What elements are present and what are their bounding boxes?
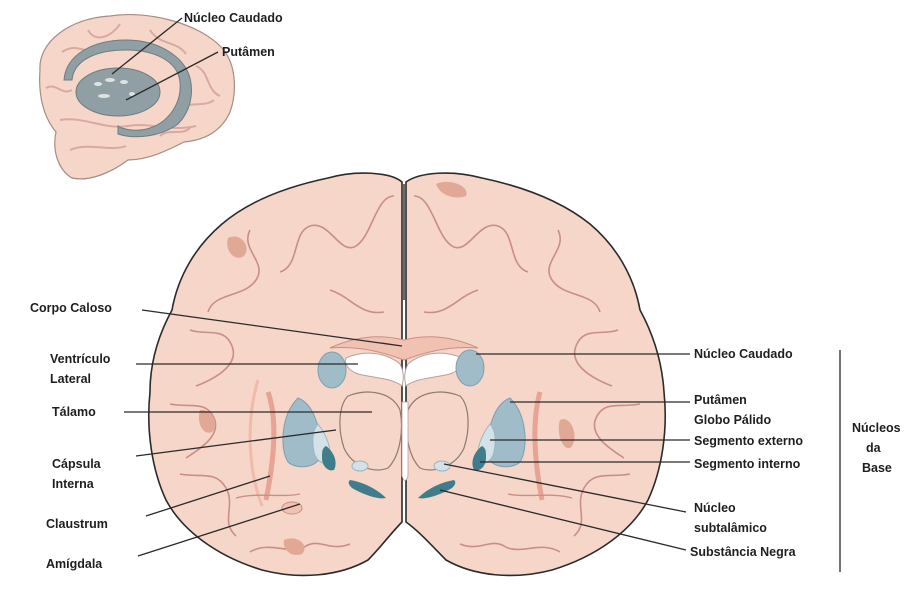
label-internal-capsule-line1: Cápsula <box>52 457 102 471</box>
inset-caudate-label: Núcleo Caudado <box>184 11 283 25</box>
right-caudate-nucleus <box>456 350 484 386</box>
group-label-line1: Núcleos <box>852 421 901 435</box>
third-ventricle <box>402 402 408 481</box>
label-claustrum: Claustrum <box>46 517 108 531</box>
label-subthalamic-line1: Núcleo <box>694 501 736 515</box>
inset-putamen-label: Putâmen <box>222 45 275 59</box>
label-subthalamic-line2: subtalâmico <box>694 521 767 535</box>
inset-putamen <box>76 68 160 116</box>
label-globus-pallidus: Globo Pálido <box>694 413 771 427</box>
right-subthalamic-nucleus <box>434 461 450 471</box>
label-internal-segment: Segmento interno <box>694 457 801 471</box>
label-substantia-nigra: Substância Negra <box>690 545 797 559</box>
basal-ganglia-group-label: Núcleos da Base <box>852 421 901 475</box>
left-caudate-nucleus <box>318 352 346 388</box>
label-lateral-ventricle-line2: Lateral <box>50 372 91 386</box>
right-labels: Núcleo Caudado Putâmen Globo Pálido Segm… <box>690 347 803 559</box>
left-labels: Corpo Caloso Ventrículo Lateral Tálamo C… <box>30 301 112 571</box>
label-internal-capsule-line2: Interna <box>52 477 95 491</box>
coronal-brain-section <box>149 173 665 575</box>
label-caudate-nucleus: Núcleo Caudado <box>694 347 793 361</box>
label-corpus-callosum: Corpo Caloso <box>30 301 112 315</box>
inset-lateral-brain: Núcleo Caudado Putâmen <box>40 11 283 179</box>
label-amygdala: Amígdala <box>46 557 103 571</box>
group-label-line3: Base <box>862 461 892 475</box>
left-subthalamic-nucleus <box>352 461 368 471</box>
label-putamen: Putâmen <box>694 393 747 407</box>
label-thalamus: Tálamo <box>52 405 96 419</box>
label-external-segment: Segmento externo <box>694 434 803 448</box>
label-lateral-ventricle-line1: Ventrículo <box>50 352 111 366</box>
group-label-line2: da <box>866 441 882 455</box>
